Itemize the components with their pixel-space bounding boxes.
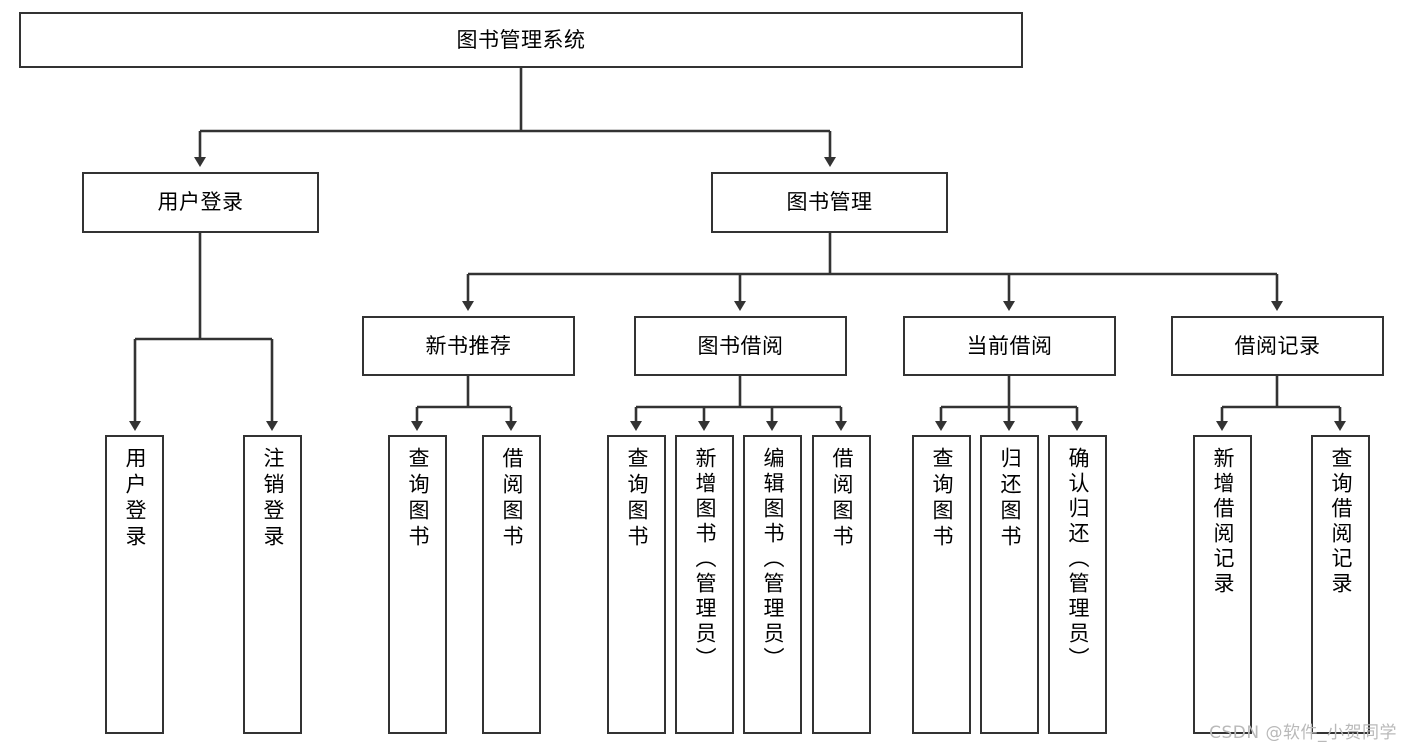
leaf-query-record-label: 查询借阅记录 <box>1329 447 1353 597</box>
leaf-edit-book-label: 编辑图书（管理员） <box>761 447 785 672</box>
leaf-edit-book[interactable]: 编辑图书（管理员） <box>743 435 802 734</box>
node-book-borrow-label: 图书借阅 <box>697 333 784 358</box>
leaf-query-book-3-label: 查询图书 <box>930 447 954 551</box>
leaf-logout-login[interactable]: 注销登录 <box>243 435 302 734</box>
leaf-logout-login-label: 注销登录 <box>261 447 285 551</box>
node-user-login[interactable]: 用户登录 <box>82 172 319 233</box>
node-new-book-recommend[interactable]: 新书推荐 <box>362 316 575 376</box>
leaf-return-book-label: 归还图书 <box>998 447 1022 551</box>
node-new-book-recommend-label: 新书推荐 <box>425 333 512 358</box>
node-book-manage[interactable]: 图书管理 <box>711 172 948 233</box>
leaf-borrow-book-2-label: 借阅图书 <box>830 447 854 551</box>
leaf-query-book-2[interactable]: 查询图书 <box>607 435 666 734</box>
node-user-login-label: 用户登录 <box>157 190 244 215</box>
node-root-label: 图书管理系统 <box>456 27 586 52</box>
node-borrow-record[interactable]: 借阅记录 <box>1171 316 1384 376</box>
leaf-query-book-1-label: 查询图书 <box>406 447 430 551</box>
node-book-manage-label: 图书管理 <box>786 190 873 215</box>
leaf-query-book-2-label: 查询图书 <box>625 447 649 551</box>
node-book-borrow[interactable]: 图书借阅 <box>634 316 847 376</box>
node-current-borrow-label: 当前借阅 <box>966 333 1053 358</box>
node-borrow-record-label: 借阅记录 <box>1234 333 1321 358</box>
leaf-confirm-return[interactable]: 确认归还（管理员） <box>1048 435 1107 734</box>
leaf-add-record[interactable]: 新增借阅记录 <box>1193 435 1252 734</box>
leaf-borrow-book-1-label: 借阅图书 <box>500 447 524 551</box>
leaf-user-login-label: 用户登录 <box>123 447 147 551</box>
leaf-query-record[interactable]: 查询借阅记录 <box>1311 435 1370 734</box>
leaf-add-book-label: 新增图书（管理员） <box>693 447 717 672</box>
leaf-borrow-book-2[interactable]: 借阅图书 <box>812 435 871 734</box>
watermark-text: CSDN @软件_小贺同学 <box>1209 723 1397 743</box>
node-root[interactable]: 图书管理系统 <box>19 12 1023 68</box>
leaf-user-login[interactable]: 用户登录 <box>105 435 164 734</box>
leaf-borrow-book-1[interactable]: 借阅图书 <box>482 435 541 734</box>
leaf-return-book[interactable]: 归还图书 <box>980 435 1039 734</box>
leaf-confirm-return-label: 确认归还（管理员） <box>1066 447 1090 672</box>
node-current-borrow[interactable]: 当前借阅 <box>903 316 1116 376</box>
leaf-add-book[interactable]: 新增图书（管理员） <box>675 435 734 734</box>
leaf-query-book-3[interactable]: 查询图书 <box>912 435 971 734</box>
leaf-add-record-label: 新增借阅记录 <box>1211 447 1235 597</box>
leaf-query-book-1[interactable]: 查询图书 <box>388 435 447 734</box>
